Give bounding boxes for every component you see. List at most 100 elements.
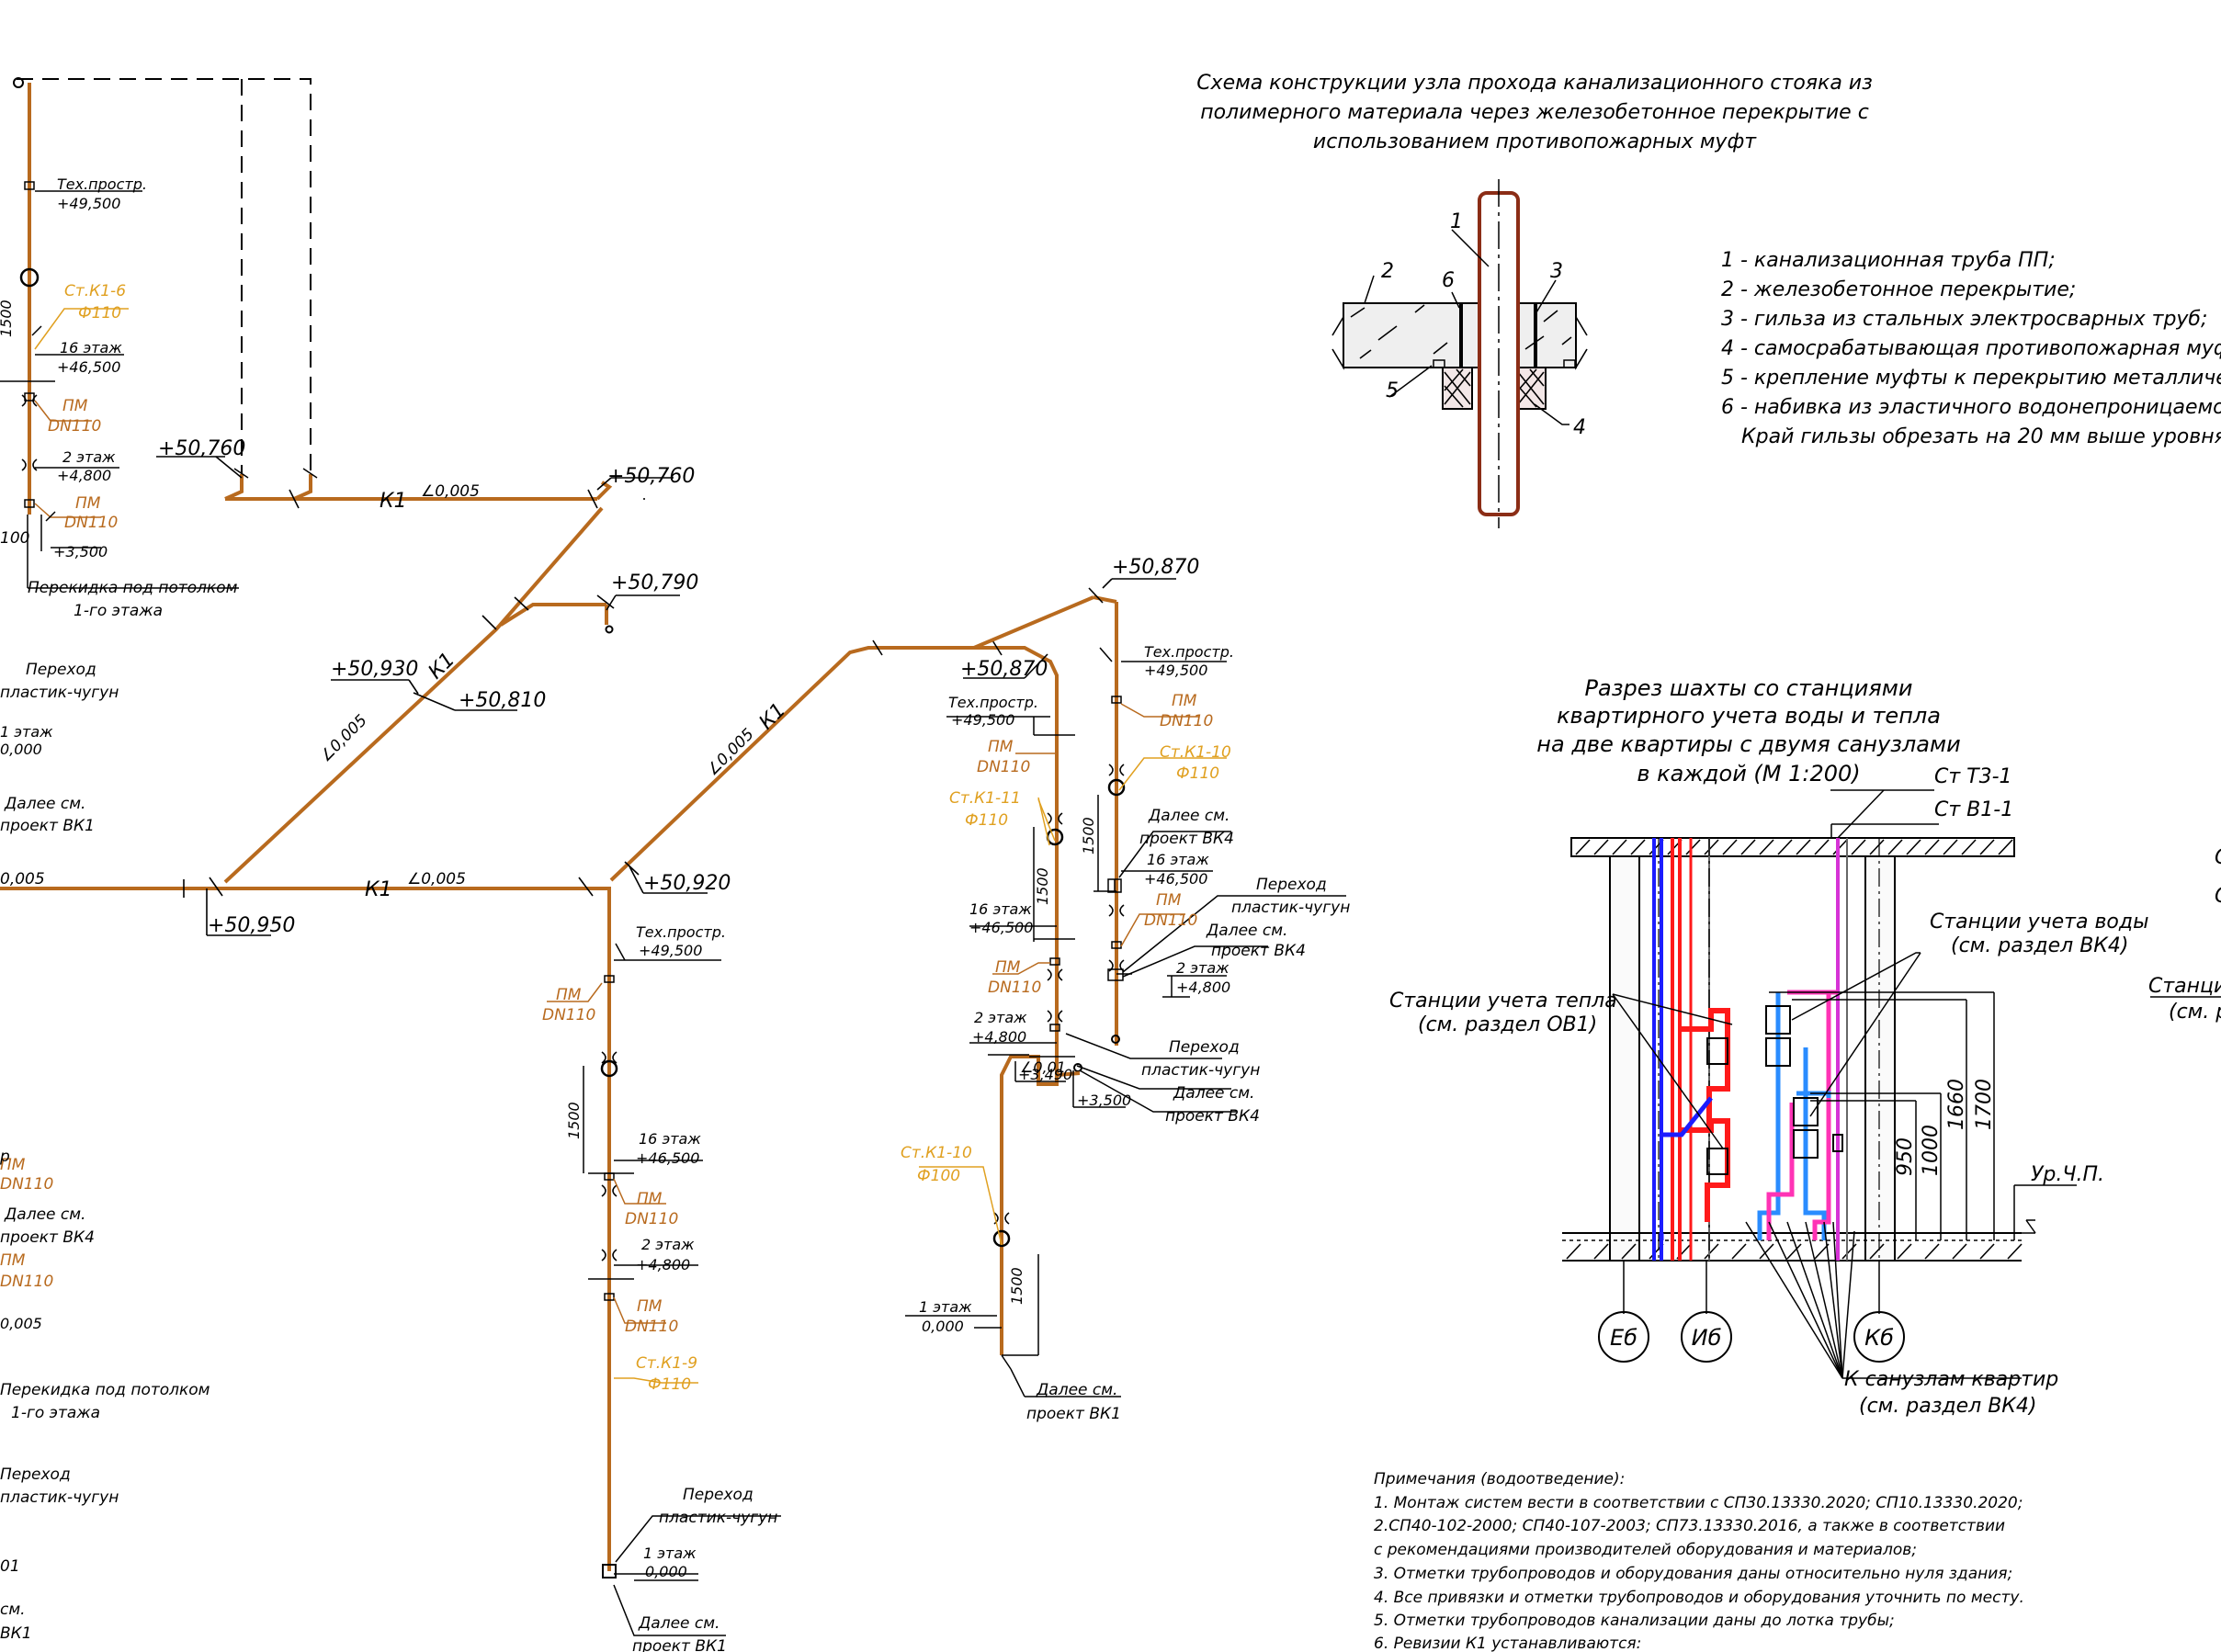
riser-k1-10-top-dia: Ф110 [1176, 764, 1219, 783]
further-vk1-1: Далее см. [638, 1614, 720, 1633]
level-3490: +3,490 [1018, 1066, 1072, 1083]
further-vk4-1: Далее см. [1148, 807, 1229, 825]
to-bathrooms-label: К санузлам квартир [1844, 1368, 2058, 1391]
slope-diag: ∠0,005 [316, 711, 370, 765]
dim-1500-5: 1500 [1008, 1267, 1026, 1305]
slope-top: ∠0,005 [421, 482, 480, 501]
dim-1500-4: 1500 [1034, 867, 1051, 905]
note-7: 6. Ревизии К1 устанавливаются: [1374, 1635, 1641, 1652]
dn-label-7: DN110 [977, 758, 1030, 776]
left-cut-pm-2: ПМ [0, 1251, 26, 1270]
dim-1500-3: 1500 [1080, 817, 1097, 854]
mark-50930: +50,930 [331, 658, 418, 681]
dn-label-2: DN110 [64, 514, 118, 532]
note-6: 5. Отметки трубопроводов канализации дан… [1374, 1612, 1895, 1630]
riser-k1-10-top-label: Ст.К1-10 [1160, 743, 1231, 762]
pm-label-3: ПМ [556, 986, 582, 1004]
main-horizontal-k1 [0, 866, 708, 936]
riser-k1-11-dia: Ф110 [965, 811, 1008, 830]
right-cut-3: Станци [2148, 975, 2221, 998]
section-title-line-2: квартирного учета воды и тепла [1557, 703, 1941, 729]
left-cut-plastic-2: пластик-чугун [0, 1488, 119, 1507]
pm-label-7: ПМ [988, 738, 1014, 756]
water-stations-ref: (см. раздел ВК4) [1951, 934, 2129, 957]
top-left-riser [0, 77, 312, 589]
water-stations-label: Станции учета воды [1930, 911, 2148, 933]
callout-5: 5 [1386, 379, 1399, 402]
right-cut-1: С [2215, 846, 2221, 869]
pm-label-1: ПМ [62, 397, 88, 415]
shaft-section [1562, 789, 2077, 1379]
dn-label-1: DN110 [48, 417, 101, 436]
section-title-line-1: Разрез шахты со станциями [1585, 675, 1913, 701]
floor1-label-1: 1 этаж [643, 1545, 697, 1562]
pm-label-8: ПМ [1156, 891, 1182, 910]
left-cut-ceiling: Перекидка под потолком [0, 1381, 210, 1399]
left-cut-plastic: пластик-чугун [0, 684, 119, 702]
callout-3: 3 [1550, 260, 1563, 283]
notes: Примечания (водоотведение): 1. Монтаж си… [1374, 1470, 2024, 1652]
left-cut-bottom: 01 [0, 1557, 20, 1576]
level-0-1: 0,000 [645, 1563, 687, 1580]
left-cut-vk4: проект ВК4 [0, 1228, 95, 1247]
axis-ib: Иб [1692, 1325, 1722, 1351]
further-vk1-2b: проект ВК1 [1026, 1405, 1121, 1423]
dn-label-9: DN110 [988, 979, 1041, 997]
k1-label-main: К1 [365, 878, 392, 901]
pm-label-9: ПМ [995, 958, 1021, 977]
tech-space-label-3: Тех.простр. [1144, 643, 1234, 661]
detail-title-line-2: полимерного материала через железобетонн… [1200, 101, 1869, 124]
transfer-label-1: Переход [683, 1486, 754, 1504]
tech-space-label-2: Тех.простр. [636, 923, 726, 941]
mark-50760-right: +50,760 [607, 465, 695, 488]
note-5: 4. Все привязки и отметки трубопроводов … [1374, 1589, 2024, 1607]
riser-v1-label: Ст В1-1 [1934, 798, 2013, 821]
legend-line-5: 5 - крепление муфты к перекрытию металли… [1721, 367, 2221, 390]
further-vk4-2: Далее см. [1206, 922, 1287, 940]
slope-main-cut: 0,005 [0, 870, 45, 888]
notes-title: Примечания (водоотведение): [1374, 1470, 1625, 1488]
left-cut-further: Далее см. [4, 795, 85, 813]
dim-1000: 1000 [1920, 1125, 1943, 1176]
left-cut-further-2: Далее см. [4, 1205, 85, 1224]
level-49500-2: +49,500 [639, 942, 702, 959]
level-3500-1: +3,500 [53, 543, 108, 560]
left-cut-p: 0,005 [0, 1315, 42, 1332]
note-3: с рекомендациями производителей оборудов… [1374, 1541, 1917, 1559]
left-cut-100: р [0, 1148, 10, 1166]
legend-line-6: 6 - набивка из эластичного водонепроница… [1721, 396, 2221, 419]
section-labels: Ст Т3-1 Ст В1-1 Станции учета воды (см. … [1389, 765, 2221, 1418]
left-cut-zero: 0,000 [0, 741, 42, 758]
top-k1-line [156, 456, 674, 509]
axis-eb: Еб [1610, 1325, 1637, 1351]
dn-label-3: DN110 [542, 1006, 595, 1024]
legend-line-4: 4 - самосрабатывающая противопожарная му… [1721, 337, 2221, 360]
left-cut-ceiling-2: 1-го этажа [11, 1404, 100, 1422]
level-46500-3: +46,500 [1144, 870, 1207, 888]
section-title: Разрез шахты со станциями квартирного уч… [1536, 675, 1960, 786]
riser-k1-11-label: Ст.К1-11 [949, 789, 1021, 808]
riser-k1-9-label: Ст.К1-9 [636, 1354, 697, 1373]
level-46500-1: +46,500 [57, 358, 120, 376]
axis-kb: Кб [1864, 1325, 1894, 1351]
level-0-2: 0,000 [922, 1318, 964, 1335]
riser-k1-10-dia: Ф100 [917, 1167, 960, 1185]
heat-stations-ref: (см. раздел ОВ1) [1418, 1013, 1597, 1036]
ceiling-transfer-1b: 1-го этажа [74, 602, 163, 620]
legend-line-7: Край гильзы обрезать на 20 мм выше уровн… [1741, 425, 2221, 448]
transfer-label-2b: пластик-чугун [1231, 899, 1350, 917]
further-vk4-3: Далее см. [1173, 1084, 1254, 1103]
floor2-label-2: 2 этаж [641, 1236, 695, 1253]
ceiling-transfer-1: Перекидка под потолком [28, 579, 238, 597]
left-cut-floor1: 1 этаж [0, 723, 53, 741]
legend-line-3: 3 - гильза из стальных электросварных тр… [1721, 308, 2207, 331]
risers-k1-11-k1-10 [905, 647, 1346, 1397]
callout-2: 2 [1381, 260, 1394, 283]
callout-6: 6 [1442, 269, 1455, 292]
pm-label-2: ПМ [75, 494, 101, 513]
mark-50810: +50,810 [459, 689, 546, 712]
transfer-label-2: Переход [1256, 876, 1327, 894]
further-vk4-3b: проект ВК4 [1165, 1107, 1260, 1126]
left-cut-vk1-2: ВК1 [0, 1624, 32, 1643]
